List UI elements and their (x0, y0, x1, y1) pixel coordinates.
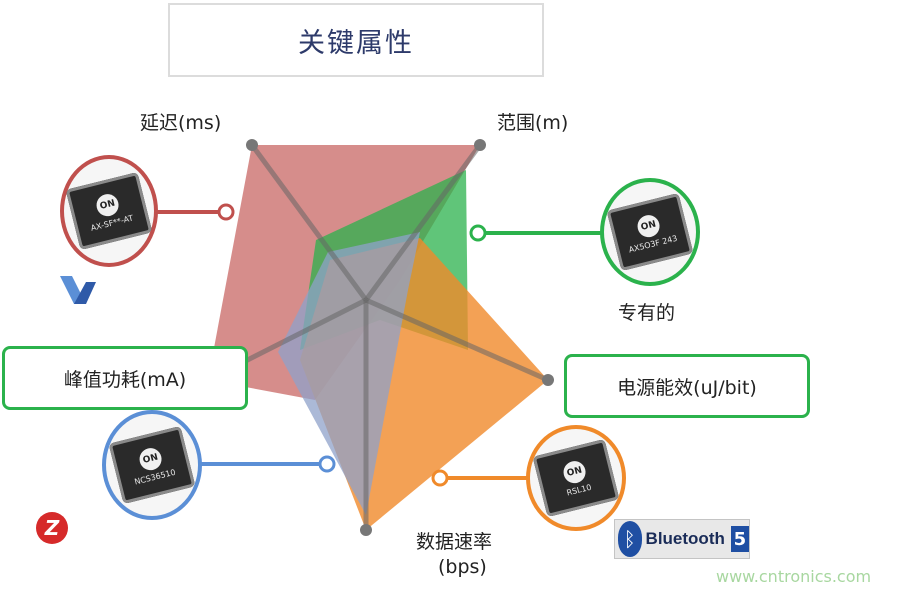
bluetooth-version: 5 (730, 526, 749, 552)
zigbee-chip: ON NCS36510 (108, 425, 196, 505)
sigfox-logo (60, 276, 96, 304)
on-logo-icon: ON (94, 191, 121, 219)
axis-label-data-rate: 数据速率 (416, 531, 493, 553)
title-box: 关键属性 (168, 3, 544, 77)
zigbee-chip-circle: ON NCS36510 (102, 410, 202, 520)
axis-end-data-rate (360, 524, 372, 536)
zigbee-chip-label: NCS36510 (133, 467, 177, 487)
axis-end-range (474, 139, 486, 151)
bluetooth-connector-end (431, 469, 449, 487)
zigbee-area (278, 232, 420, 515)
sigfox-chip-label: AX-SF**-AT (89, 213, 135, 233)
axis-label-range: 范围(m) (497, 112, 569, 134)
zigbee-connector-end (318, 455, 336, 473)
sigfox-connector-end (217, 203, 235, 221)
bluetooth-icon: ᛒ (618, 521, 642, 557)
sigfox-chip: ON AX-SF**-AT (65, 171, 153, 251)
peak-power-label-box: 峰值功耗(mA) (2, 346, 248, 410)
power-efficiency-label-box: 电源能效(uJ/bit) (564, 354, 810, 418)
bluetooth-chip-circle: ON RSL10 (526, 425, 626, 531)
watermark: www.cntronics.com (716, 567, 872, 586)
axis-end-latency (246, 139, 258, 151)
axis-label-latency: 延迟(ms) (140, 112, 222, 134)
axis-label-data-rate-unit: (bps) (438, 556, 487, 578)
zigbee-logo: Z (36, 512, 68, 544)
axis-label-proprietary: 专有的 (618, 302, 676, 324)
bluetooth-chip: ON RSL10 (532, 438, 620, 518)
proprietary-connector-end (469, 224, 487, 242)
on-logo-icon: ON (137, 445, 164, 473)
bluetooth-chip-label: RSL10 (565, 482, 593, 498)
proprietary-chip: ON AX5O3F 243 (606, 192, 694, 272)
on-logo-icon: ON (635, 212, 662, 240)
sigfox-chip-circle: ON AX-SF**-AT (60, 155, 158, 267)
proprietary-chip-circle: ON AX5O3F 243 (600, 178, 700, 286)
page-title: 关键属性 (298, 27, 414, 59)
axis-end-power-efficiency (542, 374, 554, 386)
axis-label-power-efficiency: 电源能效(uJ/bit) (617, 376, 757, 399)
axis-label-peak-power: 峰值功耗(mA) (63, 368, 187, 391)
bluetooth-logo: ᛒ Bluetooth 5 (614, 519, 750, 559)
bluetooth-logo-text: Bluetooth (645, 529, 725, 548)
on-logo-icon: ON (561, 458, 588, 486)
proprietary-chip-label: AX5O3F 243 (627, 233, 679, 255)
